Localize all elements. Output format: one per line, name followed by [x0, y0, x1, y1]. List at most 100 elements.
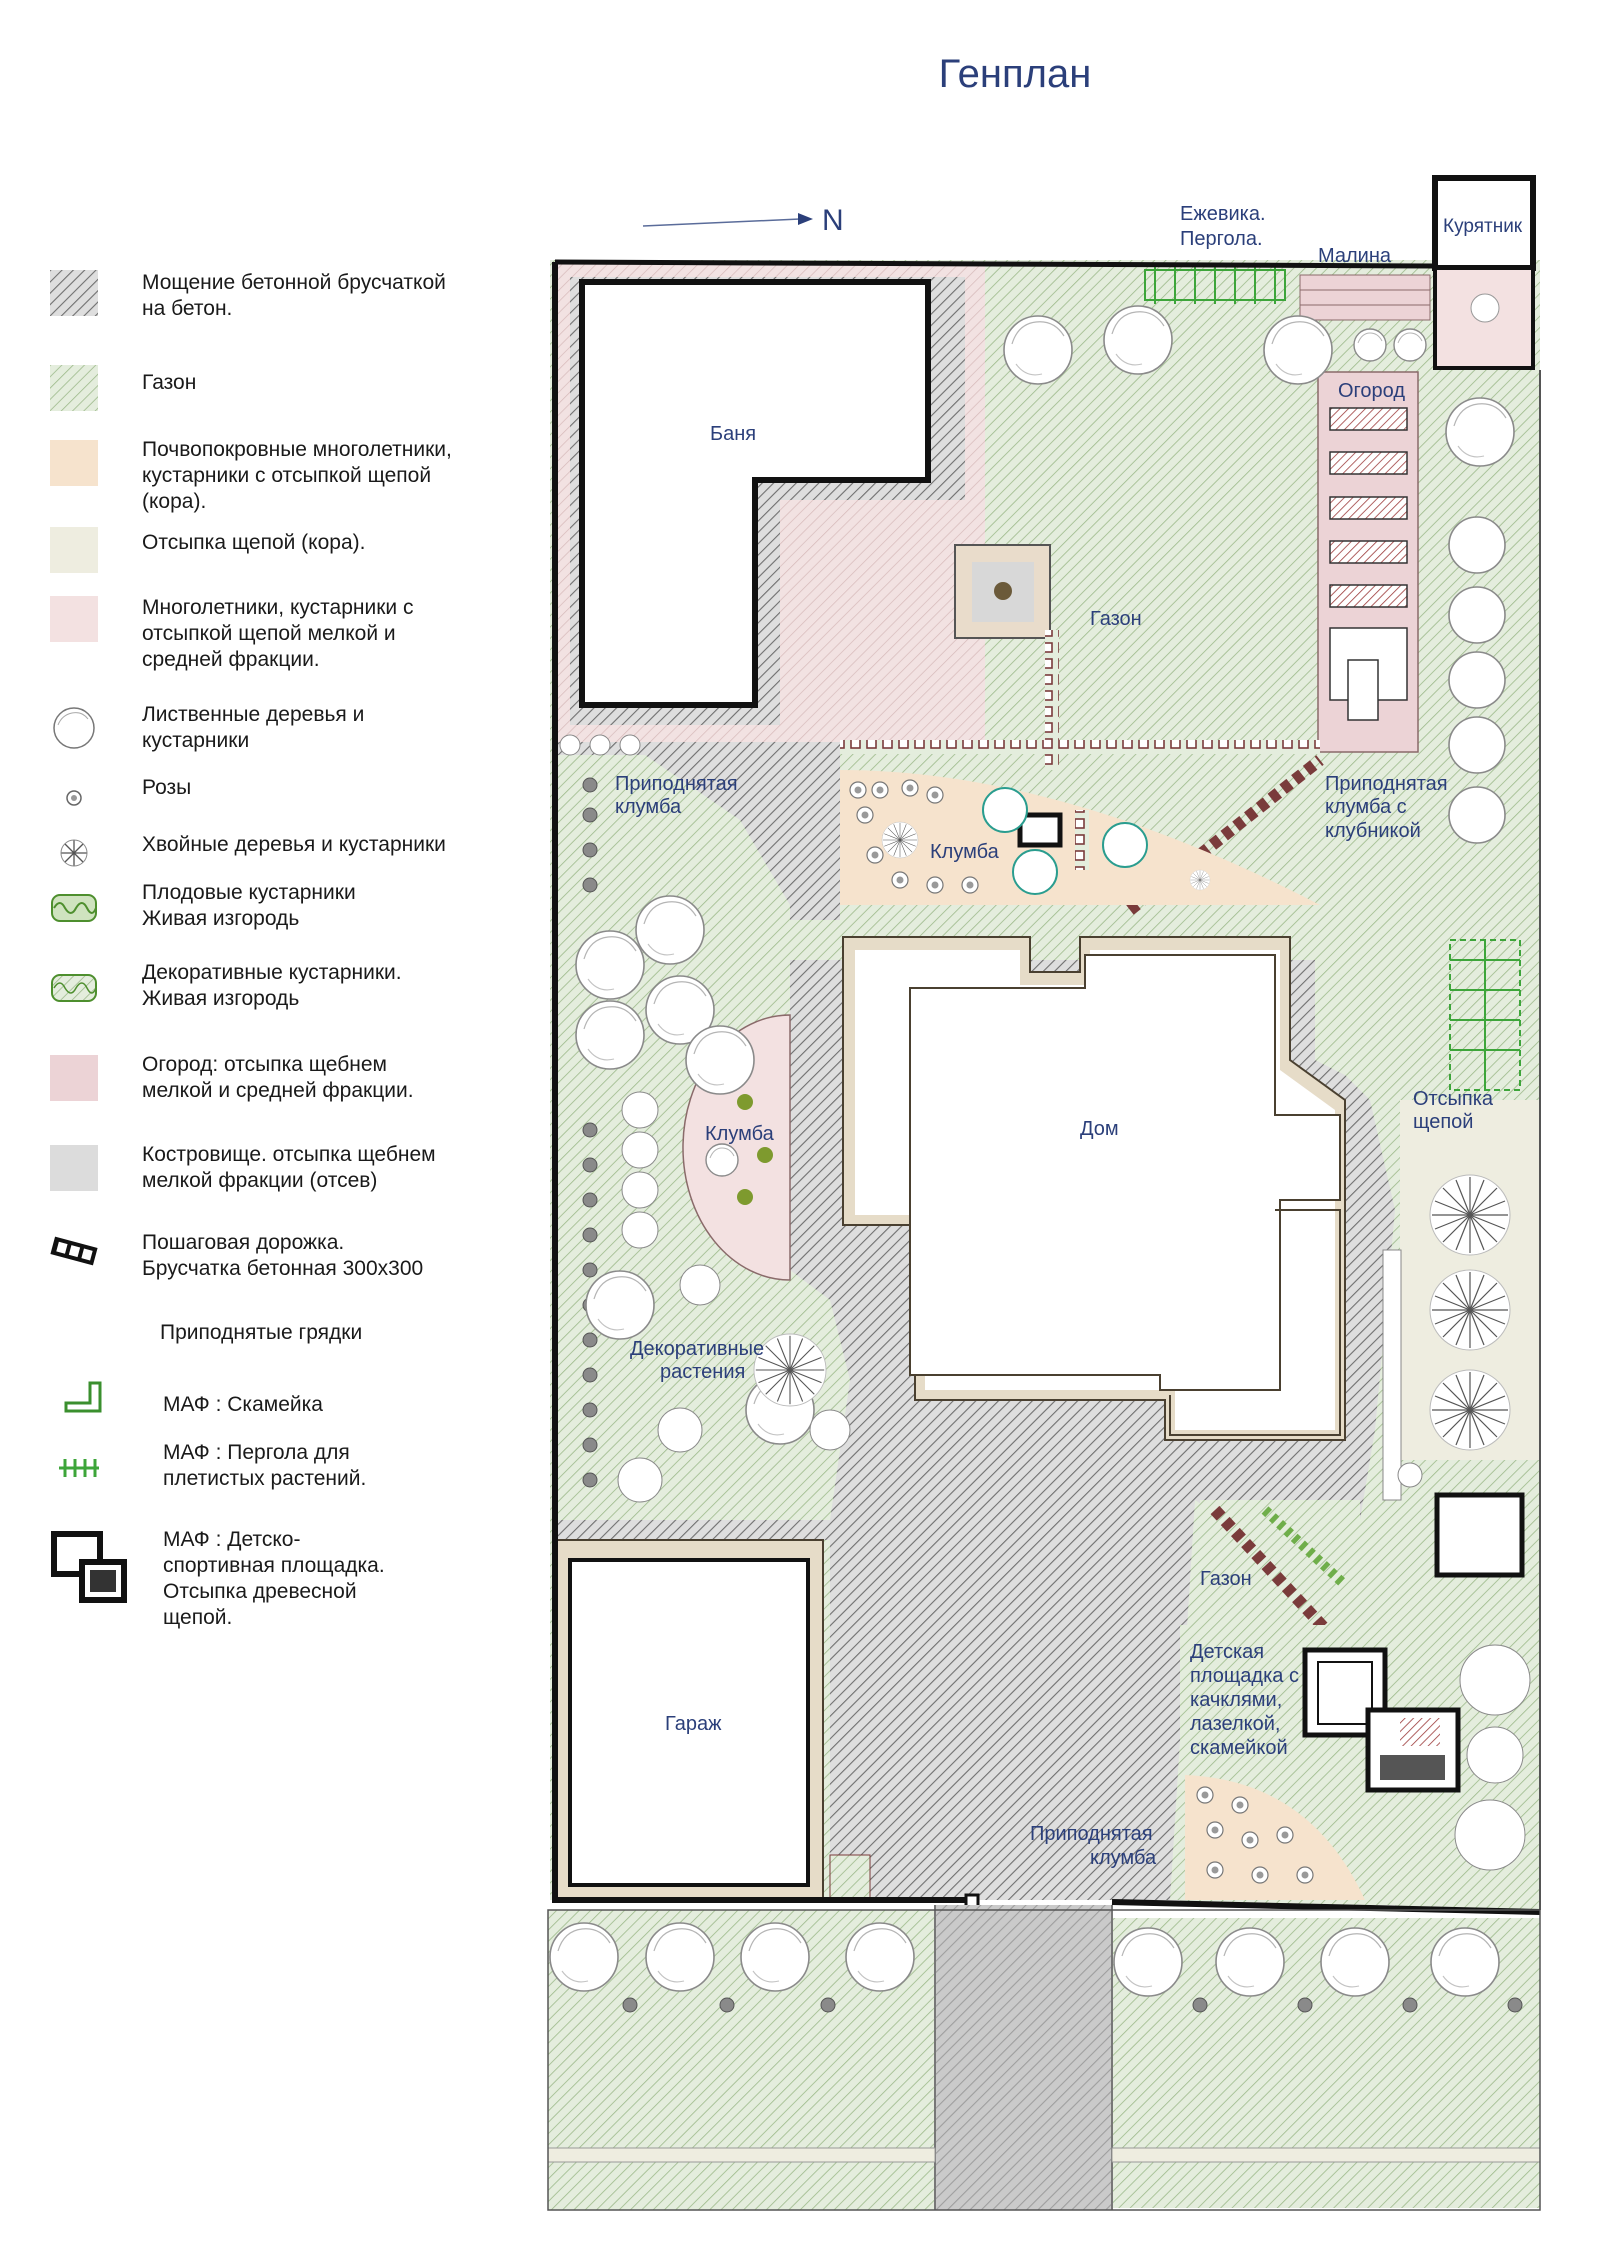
- plant-dot-1: [737, 1094, 753, 1110]
- rose-left-6: [582, 1157, 598, 1173]
- rose-left-14: [582, 1437, 598, 1453]
- legend-swatch-bark: [50, 527, 98, 573]
- label-raised-straw-c: клубникой: [1325, 820, 1421, 842]
- garage-building: [568, 1558, 810, 1887]
- house-annex: [1169, 1209, 1341, 1436]
- rose-6: [866, 846, 884, 864]
- tree-flowerbed-left: [705, 1143, 739, 1177]
- rose-left-11: [582, 1332, 598, 1348]
- driveway-texture: [935, 1905, 1112, 2210]
- street-frame: [547, 1909, 1541, 2211]
- street-shrub-3: [820, 1997, 836, 2013]
- flowerbed-top-feature: [1017, 812, 1063, 848]
- bench-right: [1382, 1249, 1402, 1501]
- conifer-small-1: [881, 821, 919, 859]
- plant-dot-3: [737, 1189, 753, 1205]
- rose-b-4: [1241, 1831, 1259, 1849]
- legend-text-vegetable: Огород: отсыпка щебнем мелкой и средней …: [142, 1053, 414, 1102]
- raised-bed-3: [1329, 496, 1408, 520]
- raised-bed-bottom: [1185, 1775, 1365, 1900]
- legend-text-lawn: Газон: [142, 371, 197, 394]
- tree-left-9: [621, 1211, 659, 1249]
- rose-b-3: [1206, 1821, 1224, 1839]
- legend-text-conifers: Хвойные деревья и кустарники: [142, 833, 446, 856]
- raised-bed-1: [1329, 407, 1408, 431]
- legend-text-playground: МАФ : Детско- спортивная площадка. Отсып…: [163, 1528, 385, 1629]
- chicken-yard-tree: [1470, 293, 1500, 323]
- legend-text-paving: Мощение бетонной брусчаткой на бетон.: [142, 271, 446, 320]
- rose-left-8: [582, 1227, 598, 1243]
- legend-text-stepping-path: Пошаговая дорожка. Брусчатка бетонная 30…: [142, 1231, 424, 1280]
- label-raised-straw-a: Приподнятая: [1325, 773, 1448, 795]
- firepit-icon: [994, 582, 1012, 600]
- tree-right-5: [1448, 716, 1506, 774]
- tree-play-1: [1459, 1644, 1531, 1716]
- page-title: Генплан: [938, 52, 1092, 96]
- stepping-path-horizontal: [840, 740, 1320, 754]
- tree-left-4: [575, 1000, 645, 1070]
- label-raised-bed-2b: клумба: [1090, 1847, 1157, 1869]
- stepping-path-diagonal: [1126, 755, 1324, 915]
- label-banya: Баня: [710, 423, 756, 445]
- street-shrub-2: [719, 1997, 735, 2013]
- street-tree-7: [1320, 1927, 1390, 1997]
- rose-9: [961, 876, 979, 894]
- label-deco-b: растения: [660, 1361, 745, 1383]
- label-raised-straw-b: клумба с: [1325, 796, 1407, 818]
- legend-swatch-playground-icon: [50, 1530, 130, 1605]
- rose-b-7: [1251, 1866, 1269, 1884]
- tree-right-6: [1448, 786, 1506, 844]
- rose-left-1: [582, 777, 598, 793]
- label-play-c: качклями,: [1190, 1689, 1282, 1711]
- tree-left-5: [685, 1025, 755, 1095]
- tree-top-2: [1103, 305, 1173, 375]
- legend-swatch-pergola-icon: [55, 1445, 103, 1491]
- rose-4: [926, 786, 944, 804]
- tree-play-2: [1466, 1726, 1524, 1784]
- tree-left-11: [585, 1270, 655, 1340]
- legend-swatch-paving: [50, 270, 98, 316]
- legend-swatch-groundcover: [50, 440, 98, 486]
- sidewalk-left: [547, 2147, 936, 2163]
- rose-left-3: [582, 842, 598, 858]
- stepping-path-bottom: [1210, 1505, 1345, 1650]
- street-tree-2: [645, 1922, 715, 1992]
- tree-play-3: [1454, 1799, 1526, 1871]
- rose-left-13: [582, 1402, 598, 1418]
- label-raspberry: Малина: [1318, 245, 1392, 267]
- legend-text-fruit-hedge: Плодовые кустарники Живая изгородь: [142, 881, 356, 930]
- plant-dot-2: [757, 1147, 773, 1163]
- playground-slide: [1400, 1718, 1440, 1746]
- label-play-e: скамейкой: [1190, 1737, 1288, 1759]
- raised-bed-2: [1329, 451, 1408, 475]
- rose-left-5: [582, 1122, 598, 1138]
- greenhouse-door: [1347, 659, 1379, 721]
- legend-swatch-conifer-icon: [50, 830, 98, 876]
- label-raised-bed-2a: Приподнятая: [1030, 1823, 1153, 1845]
- raised-bed-4: [1329, 540, 1408, 564]
- shrub-top-left-1: [559, 734, 581, 756]
- tree-left-15: [809, 1409, 851, 1451]
- label-garage: Гараж: [665, 1713, 722, 1735]
- legend-text-deco-hedge: Декоративные кустарники. Живая изгородь: [142, 961, 402, 1010]
- north-label: N: [822, 204, 844, 237]
- label-blackberry: Ежевика.: [1180, 203, 1266, 225]
- conifer-right-2: [1429, 1269, 1511, 1351]
- label-play-d: лазелкой,: [1190, 1713, 1280, 1735]
- stepping-path-flowerbed: [1075, 810, 1089, 870]
- gate-planting: [829, 1854, 871, 1901]
- legend-swatch-fruit-hedge: [50, 885, 98, 931]
- rose-3: [901, 779, 919, 797]
- sidewalk-right: [1111, 2147, 1541, 2163]
- legend-swatch-rose-icon: [50, 775, 98, 821]
- street-shrub-7: [1507, 1997, 1523, 2013]
- rose-1: [849, 781, 867, 799]
- legend-swatch-deciduous-tree-icon: [50, 705, 98, 751]
- conifer-small-2: [1189, 869, 1211, 891]
- rose-left-15: [582, 1472, 598, 1488]
- label-raised-bed-1b: клумба: [615, 796, 682, 818]
- tree-left-2: [635, 895, 705, 965]
- north-arrow-icon: [798, 213, 813, 225]
- conifer-right-3: [1429, 1369, 1511, 1451]
- fence-top: [554, 259, 1436, 269]
